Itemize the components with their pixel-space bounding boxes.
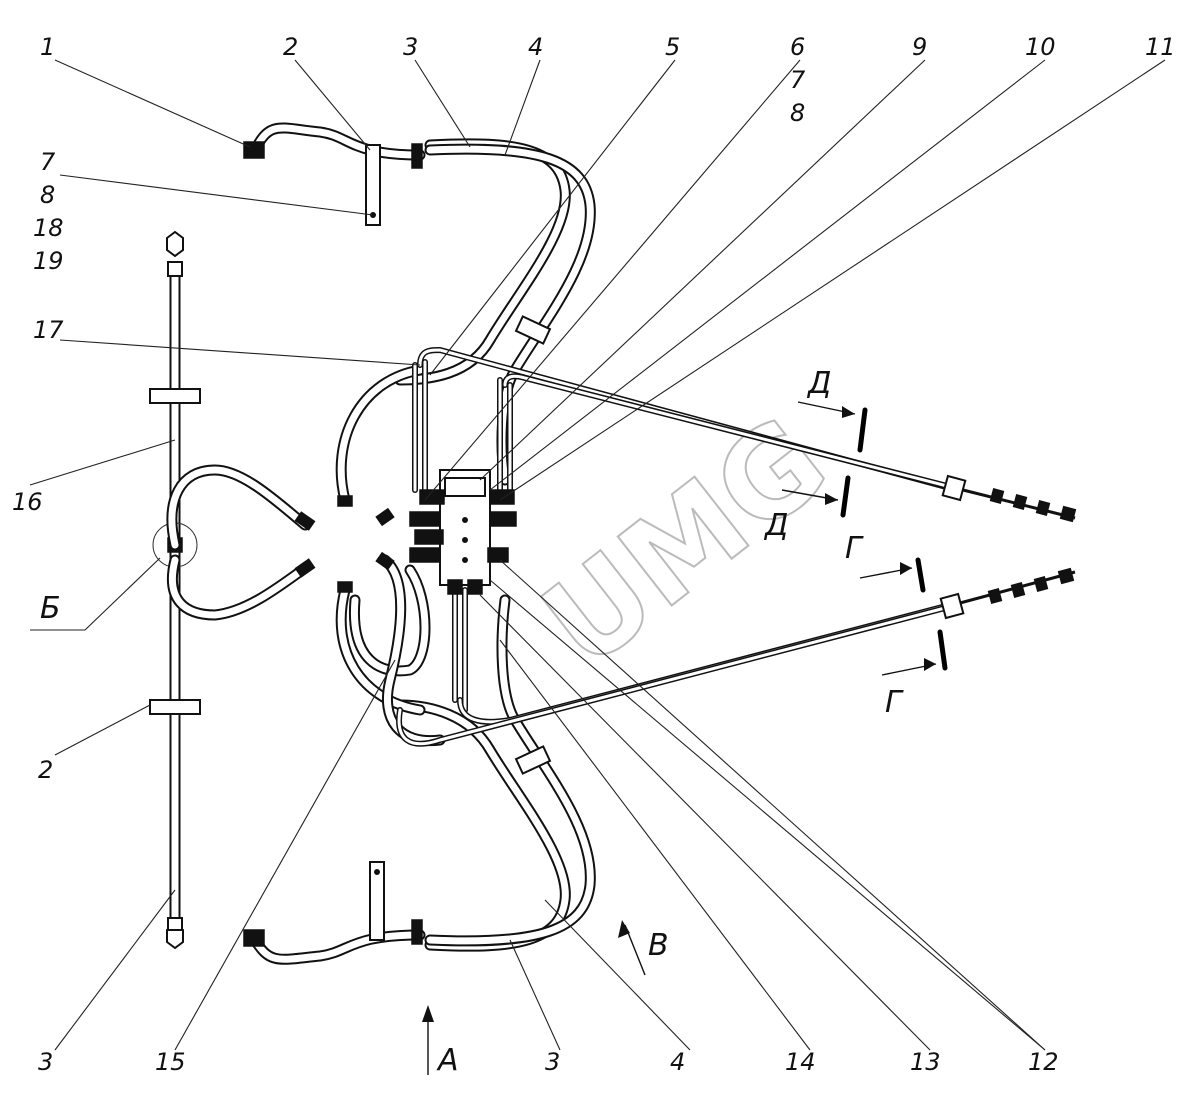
- callout-2-top: 2: [283, 33, 298, 61]
- callout-17: 17: [33, 316, 64, 344]
- callout-1: 1: [40, 33, 55, 61]
- valve-block: [409, 469, 517, 595]
- nozzle-g: [959, 567, 1076, 605]
- section-marks: [422, 401, 948, 1075]
- callout-3-bottom: 3: [545, 1048, 560, 1076]
- nozzle-d: [962, 487, 1077, 523]
- view-v-label: В: [648, 928, 669, 963]
- callout-2-bottom: 2: [38, 756, 53, 784]
- callout-4-bottom: 4: [670, 1048, 685, 1076]
- callout-12: 12: [1028, 1048, 1059, 1076]
- callout-14: 14: [785, 1048, 816, 1076]
- callout-6: 6: [790, 33, 805, 61]
- callout-13: 13: [910, 1048, 941, 1076]
- leader-lines: [29, 59, 1166, 1051]
- callout-15: 15: [155, 1048, 186, 1076]
- callout-8-right: 8: [790, 99, 805, 127]
- long-right-pipes: [396, 346, 1077, 747]
- view-labels: Б Д Д Г Г В А: [40, 366, 904, 1078]
- callout-7-right: 7: [790, 66, 806, 94]
- top-pipe-group: [243, 122, 596, 486]
- callout-4-top: 4: [528, 33, 543, 61]
- watermark: UMG: [518, 391, 852, 695]
- section-d-top-label: Д: [806, 366, 831, 401]
- callout-18: 18: [33, 214, 64, 242]
- callout-9: 9: [912, 33, 927, 61]
- callout-8-left: 8: [40, 181, 55, 209]
- central-hoses: [335, 359, 513, 747]
- section-g-bottom-label: Г: [885, 685, 904, 720]
- callout-3-top: 3: [403, 33, 418, 61]
- view-b-label: Б: [40, 591, 61, 626]
- section-g-top-label: Г: [845, 531, 864, 566]
- bottom-pipe-group: [243, 594, 596, 965]
- section-d-bottom-label: Д: [763, 508, 788, 543]
- callout-11: 11: [1145, 33, 1176, 61]
- clamp-top: [149, 388, 201, 404]
- callout-5: 5: [665, 33, 680, 61]
- callout-16: 16: [12, 488, 43, 516]
- callout-7-left: 7: [40, 148, 56, 176]
- callout-19: 19: [33, 247, 64, 275]
- clamp-bottom: [149, 699, 201, 715]
- view-a-label: А: [436, 1043, 459, 1078]
- left-loop-hose: [166, 464, 316, 621]
- callout-labels: 1 2 3 4 5 6 7 8 9 10 11 7 8 18 19 17 16 …: [12, 33, 1176, 1076]
- callout-3-left-bottom: 3: [38, 1048, 53, 1076]
- callout-10: 10: [1025, 33, 1056, 61]
